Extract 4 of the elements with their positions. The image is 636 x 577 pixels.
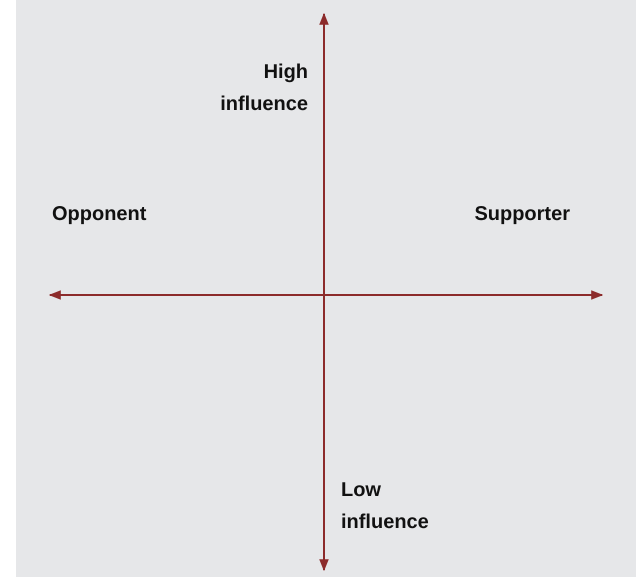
axis-label: Opponent bbox=[52, 202, 148, 227]
axis-label: Low influence bbox=[341, 478, 430, 535]
axis-label: Supporter bbox=[473, 202, 570, 227]
axis-label: High influence bbox=[219, 60, 308, 117]
